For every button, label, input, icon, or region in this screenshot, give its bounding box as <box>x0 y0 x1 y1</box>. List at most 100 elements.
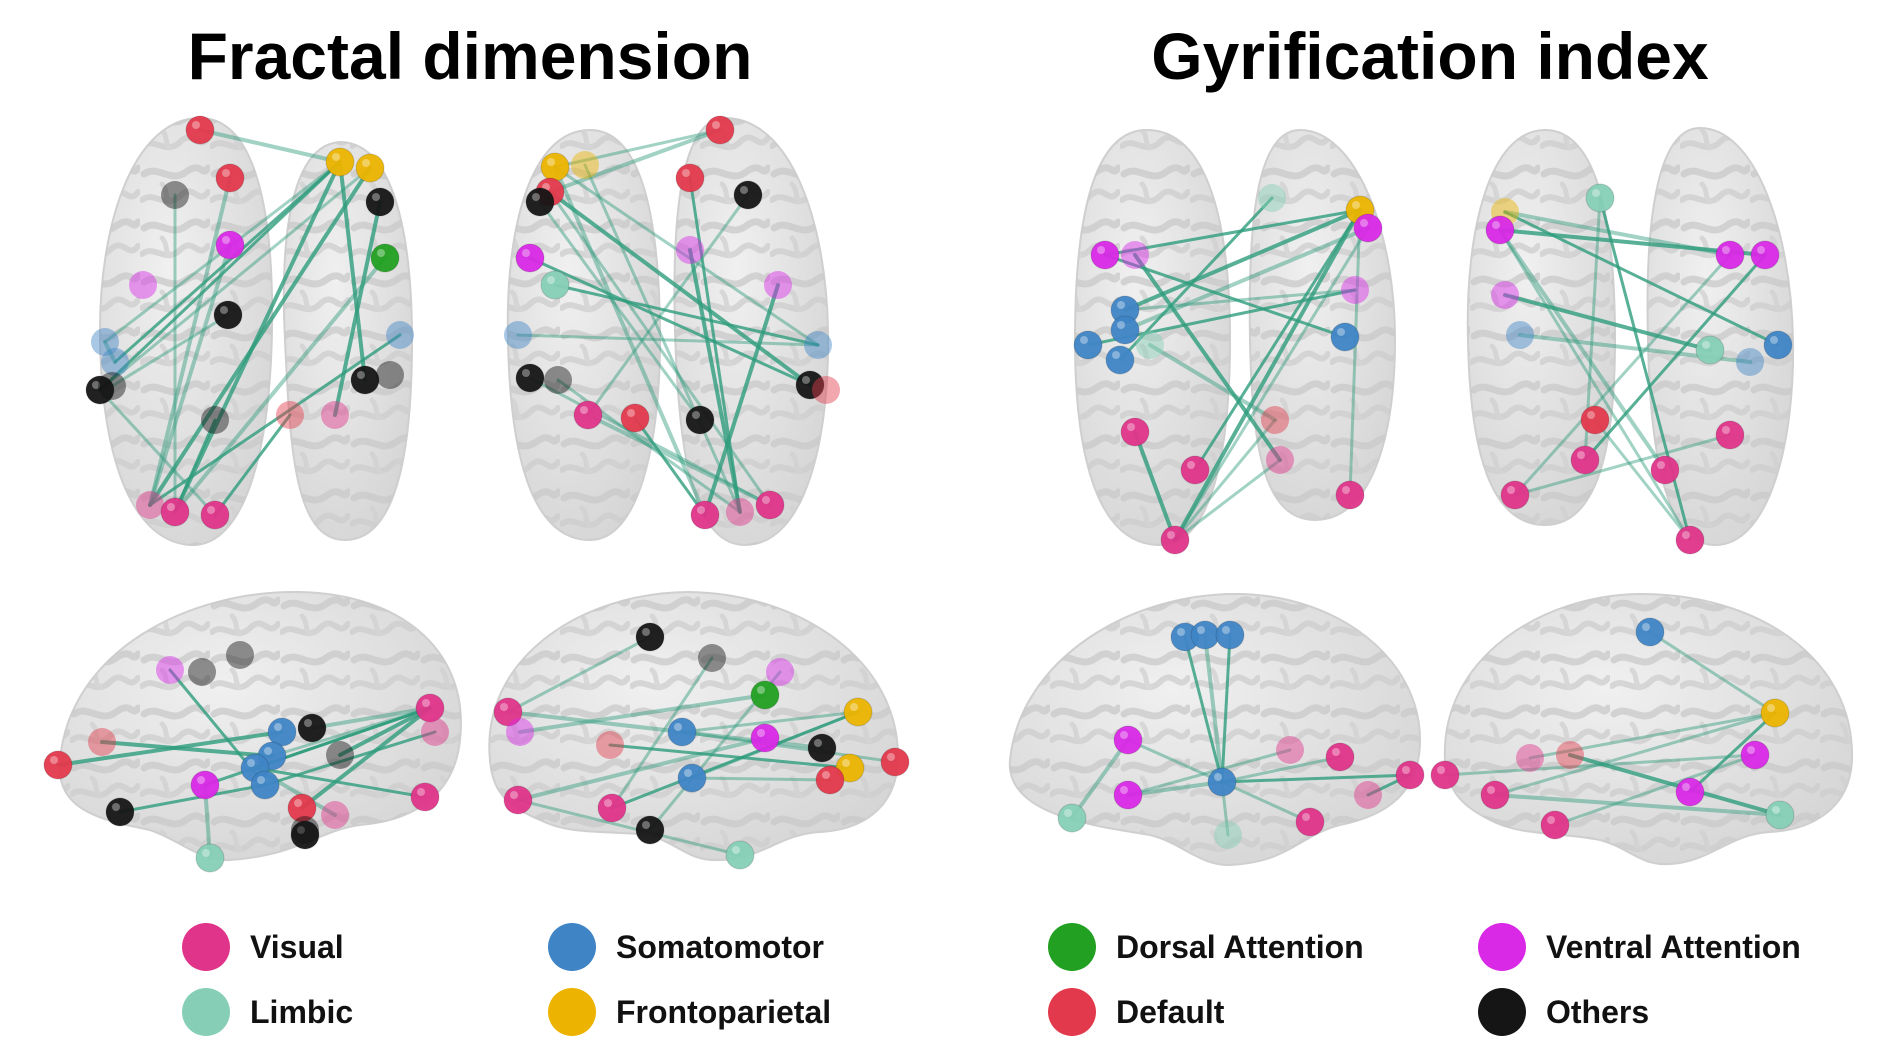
node-somatomotor <box>250 770 280 800</box>
node-ventral-attention <box>1341 276 1369 304</box>
network-edge <box>528 376 772 507</box>
gi-lateral-right-view <box>1443 592 1854 866</box>
node-others <box>515 363 545 393</box>
node-limbic <box>195 843 225 873</box>
node-default <box>596 731 624 759</box>
node-somatomotor <box>677 763 707 793</box>
network-edge <box>98 166 372 392</box>
network-edge <box>310 706 432 730</box>
node-visual <box>160 497 190 527</box>
node-visual <box>1160 525 1190 555</box>
legend-item-dorsal-attention: Dorsal Attention <box>1048 922 1364 972</box>
network-edge <box>263 730 437 787</box>
node-default <box>1580 405 1610 435</box>
node-highlight <box>1360 219 1368 227</box>
network-edge <box>688 248 742 514</box>
node-default <box>88 728 116 756</box>
node-highlight <box>1080 336 1088 344</box>
node-highlight <box>222 169 230 177</box>
node-highlight <box>1127 423 1135 431</box>
network-edge <box>610 656 714 810</box>
node-somatomotor <box>1190 620 1220 650</box>
network-edge <box>633 416 707 517</box>
node-highlight <box>762 496 770 504</box>
node-visual <box>1540 810 1570 840</box>
legend-item-default: Default <box>1048 987 1224 1037</box>
node-limbic <box>1136 331 1164 359</box>
network-edge <box>1103 208 1362 257</box>
node-highlight <box>522 369 530 377</box>
node-somatomotor <box>1215 620 1245 650</box>
node-highlight <box>1722 426 1730 434</box>
node-visual <box>503 785 533 815</box>
node-highlight <box>1682 531 1690 539</box>
node-others <box>161 181 189 209</box>
legend-swatch-icon <box>1048 988 1096 1036</box>
node-highlight <box>1437 766 1445 774</box>
node-limbic <box>1258 184 1286 212</box>
node-highlight <box>740 186 748 194</box>
node-others <box>525 187 555 217</box>
node-highlight <box>1587 411 1595 419</box>
node-others <box>291 816 319 844</box>
node-default <box>620 403 650 433</box>
gi-dorsal-view <box>1073 128 1397 547</box>
network-edge <box>1528 711 1777 760</box>
node-highlight <box>604 799 612 807</box>
node-others <box>297 713 327 743</box>
node-somatomotor <box>267 717 297 747</box>
node-highlight <box>1507 486 1515 494</box>
node-highlight <box>697 506 705 514</box>
node-visual <box>1675 525 1705 555</box>
node-highlight <box>510 791 518 799</box>
node-highlight <box>887 753 895 761</box>
network-edge <box>703 283 780 517</box>
node-others <box>350 365 380 395</box>
node-frontoparietal <box>540 152 570 182</box>
fd-dorsal-view <box>98 116 414 547</box>
node-highlight <box>712 121 720 129</box>
node-highlight <box>580 406 588 414</box>
network-edge <box>1348 208 1362 497</box>
network-edge <box>1070 738 1130 820</box>
network-edge <box>148 176 232 507</box>
node-highlight <box>1642 623 1650 631</box>
network-edge <box>1220 755 1342 784</box>
network-edge <box>583 163 742 514</box>
network-nodes <box>43 115 1795 873</box>
network-edge <box>1598 196 1692 542</box>
right-hemisphere-pattern <box>674 118 829 545</box>
node-somatomotor <box>386 321 414 349</box>
node-default <box>185 115 215 145</box>
node-highlight <box>1352 201 1360 209</box>
node-visual <box>410 782 440 812</box>
node-highlight <box>1214 773 1222 781</box>
node-highlight <box>822 771 830 779</box>
network-edge <box>1126 738 1224 784</box>
node-ventral-attention <box>1740 740 1770 770</box>
node-visual <box>597 793 627 823</box>
network-edge <box>213 413 292 517</box>
network-edge <box>148 243 232 507</box>
network-edge <box>506 635 652 714</box>
node-highlight <box>222 236 230 244</box>
network-edge <box>1513 433 1732 497</box>
node-highlight <box>332 153 340 161</box>
brain-sagittal-pattern <box>59 591 461 861</box>
node-highlight <box>842 759 850 767</box>
network-edge <box>1220 773 1412 784</box>
node-limbic <box>540 270 570 300</box>
network-edge <box>1593 418 1692 542</box>
node-visual <box>421 718 449 746</box>
network-edge <box>1123 288 1357 312</box>
node-frontoparietal <box>355 153 385 183</box>
network-edge <box>148 166 372 507</box>
network-edge <box>553 128 722 169</box>
network-edge <box>1183 635 1224 784</box>
network-edge <box>118 783 267 814</box>
network-edge <box>1493 711 1777 797</box>
network-edge <box>110 313 230 388</box>
network-edge <box>548 128 722 194</box>
network-edge <box>98 160 342 392</box>
node-others <box>733 180 763 210</box>
